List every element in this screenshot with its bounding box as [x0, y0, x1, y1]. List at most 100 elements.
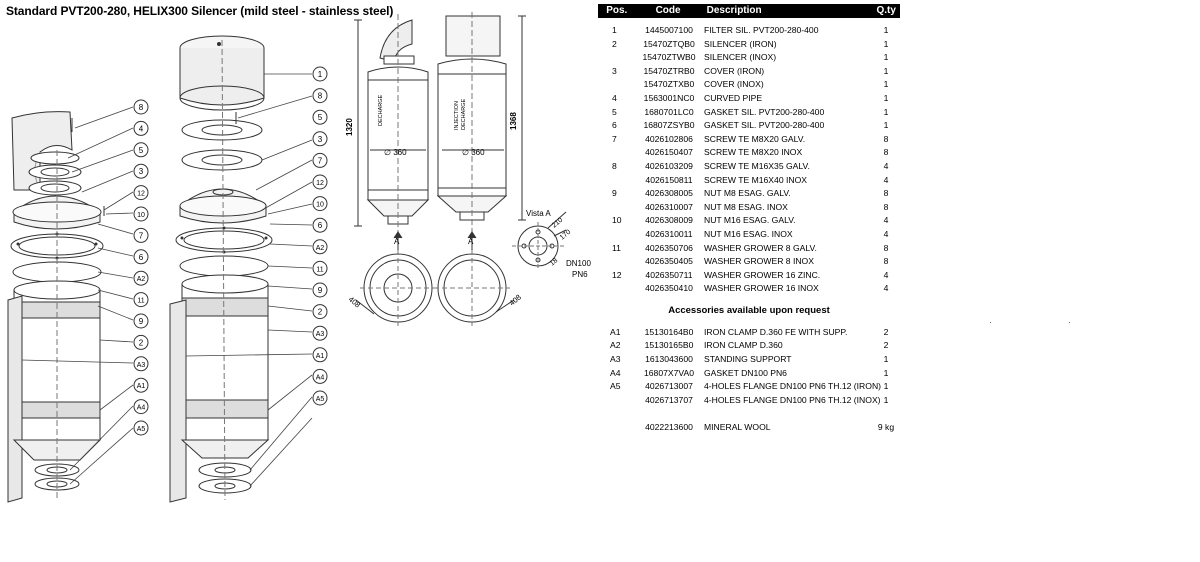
callout-label: 3: [139, 167, 144, 176]
callout-circle: [133, 270, 149, 286]
callout-circle: [312, 88, 328, 104]
label-section-a-2: A: [468, 237, 474, 246]
callout-circle: [133, 377, 149, 393]
callout-circle: [133, 313, 149, 329]
callout-circle: [133, 185, 149, 201]
label-dim-170: 170: [559, 229, 573, 242]
cell-qty: 1: [883, 25, 889, 35]
cell-description: COVER (IRON): [704, 65, 765, 76]
cell-description: SILENCER (IRON): [704, 38, 777, 49]
callout-label: 7: [139, 231, 144, 240]
callout-label: 5: [139, 146, 144, 155]
callout-label: A5: [316, 396, 325, 403]
callout-label: A2: [137, 276, 146, 283]
cell-code: 4026150407: [645, 147, 693, 158]
cell-description: IRON CLAMP D.360 FE WITH SUPP.: [704, 326, 848, 337]
cell-description: GASKET SIL. PVT200-280-400: [704, 120, 825, 131]
callout-label: 6: [139, 253, 144, 262]
cell-description: NUT M16 ESAG. INOX: [704, 228, 793, 239]
callout-circle: [133, 249, 149, 265]
cell-code: 4026350405: [645, 256, 693, 267]
cell-pos: 4: [612, 92, 617, 103]
cell-code: 16807ZSYB0: [643, 120, 695, 131]
cell-qty: 9 kg: [877, 422, 895, 433]
cell-code: 4026308009: [645, 215, 693, 226]
cell-pos: [598, 51, 636, 65]
plan-view-2: [434, 250, 515, 326]
cell-code: 4026350711: [645, 269, 693, 280]
label-height-1368: 1368: [509, 112, 518, 130]
cell-qty: 8: [883, 147, 889, 158]
callout-circle: [133, 142, 149, 158]
cell-pos: 6: [612, 120, 617, 131]
callout-circle: [312, 66, 328, 82]
cell-pos: [598, 394, 636, 408]
cell-code: 4026713007: [645, 381, 693, 392]
cell-code: 15470ZTRB0: [643, 65, 695, 76]
callout-label: 8: [318, 92, 323, 101]
cell-qty: 1: [883, 394, 889, 405]
callout-circle: [312, 239, 328, 255]
callout-label: 10: [316, 202, 324, 209]
label-decharge-1: DECHARGE: [378, 94, 384, 126]
cell-code: 4026350410: [645, 283, 693, 294]
right-leader-lines: [185, 73, 313, 487]
callout-circle: [133, 334, 149, 350]
stray-dot: [1069, 322, 1070, 323]
callout-circle: [312, 390, 328, 406]
callout-label: 5: [318, 113, 323, 122]
callout-label: 11: [316, 266, 323, 273]
cell-code: 1563001NC0: [643, 92, 695, 103]
cell-pos: [598, 146, 636, 160]
callout-label: A1: [137, 383, 146, 390]
cell-description: STANDING SUPPORT: [704, 354, 792, 365]
cell-description: GASKET DN100 PN6: [704, 367, 787, 378]
table-header-row: Pos. Code Description Q.ty: [598, 4, 900, 18]
callout-label: A4: [137, 405, 146, 412]
callout-label: 3: [318, 135, 323, 144]
callout-circle: [312, 304, 328, 320]
callout-label: 6: [318, 221, 323, 230]
cell-pos: A2: [610, 340, 621, 351]
callout-label: 4: [139, 124, 144, 133]
cell-pos: 2: [612, 38, 617, 49]
cell-qty: 8: [883, 242, 889, 253]
callout-circle: [133, 399, 149, 415]
callout-circle: [312, 152, 328, 168]
cell-pos: [598, 174, 636, 188]
callout-circle: [312, 131, 328, 147]
plan-view-1: [355, 250, 436, 326]
cell-description: SILENCER (INOX): [704, 52, 777, 63]
cell-pos: 8: [612, 160, 617, 171]
callout-label: 7: [318, 156, 323, 165]
cell-description: IRON CLAMP D.360: [704, 340, 783, 351]
header-code: Code: [655, 5, 681, 16]
callout-circle: [312, 109, 328, 125]
cell-pos: A4: [610, 367, 621, 378]
cell-pos: [598, 228, 636, 242]
callout-label: 2: [139, 338, 144, 347]
cell-qty: 1: [883, 381, 889, 392]
header-description: Description: [706, 5, 762, 16]
cell-qty: 4: [883, 174, 889, 185]
callout-circle: [312, 174, 328, 190]
header-qty: Q.ty: [876, 5, 896, 16]
label-dn100: DN100: [566, 259, 591, 268]
cell-qty: 4: [883, 160, 889, 171]
cell-qty: 1: [883, 92, 889, 103]
